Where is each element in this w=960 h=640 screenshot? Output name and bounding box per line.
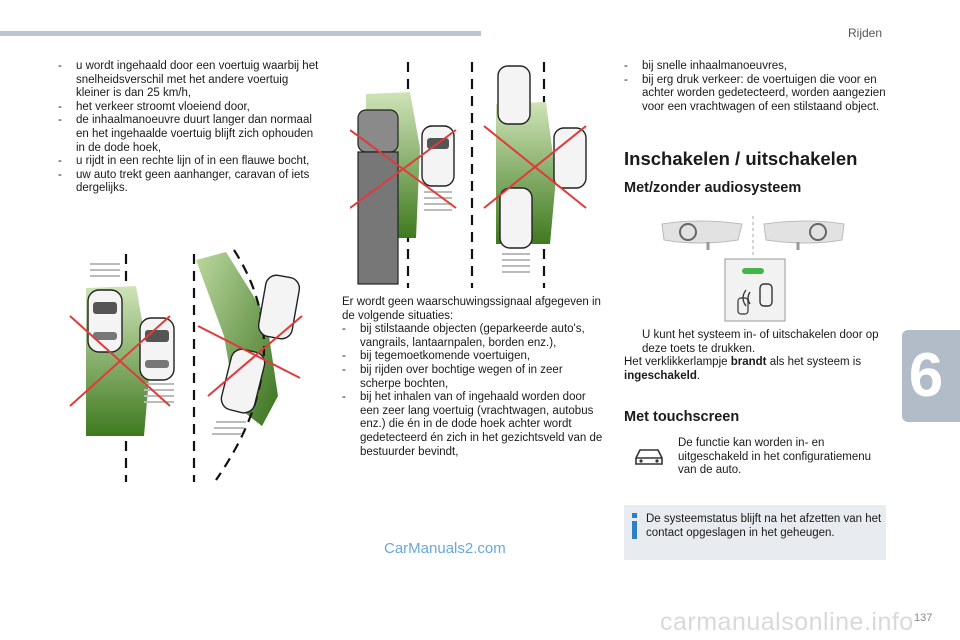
watermark-large: carmanualsonline.info <box>660 608 914 636</box>
lamp-note: Het verklikkerlampje brandt als het syst… <box>624 356 862 382</box>
info-text: De systeemstatus blijft na het afzetten … <box>646 513 882 539</box>
section-name: Rijden <box>848 26 883 40</box>
section-title: Inschakelen / uitschakelen <box>624 148 858 169</box>
no-warning-intro: Er wordt geen waarschuwingssignaal afgeg… <box>342 296 601 322</box>
watermark-small[interactable]: CarManuals2.com <box>384 540 506 557</box>
steering-wheel-icon <box>809 223 827 241</box>
column-3-text: bij snelle inhaalmanoeuvres, bij erg dru… <box>624 60 886 114</box>
list-item: bij stilstaande objecten (geparkeerde au… <box>342 323 604 350</box>
chapter-number: 6 <box>908 341 944 410</box>
conditions-list: u wordt ingehaald door een voertuig waar… <box>58 60 320 196</box>
list-item: bij rijden over bochtige wegen of in zee… <box>342 364 604 391</box>
no-warning-list: bij stilstaande objecten (geparkeerde au… <box>342 323 604 459</box>
indicator-lamp <box>742 268 764 274</box>
car-icon <box>497 65 531 125</box>
list-item: u wordt ingehaald door een voertuig waar… <box>58 60 320 101</box>
header-bar <box>0 31 481 36</box>
truck-icon <box>357 109 399 285</box>
info-box: De systeemstatus blijft na het afzetten … <box>624 505 886 560</box>
blind-spot-button[interactable] <box>724 258 786 322</box>
chapter-tab: 6 <box>902 330 960 422</box>
list-item: bij snelle inhaalmanoeuvres, <box>624 60 886 74</box>
blind-spot-icon <box>737 283 773 315</box>
column-2-text: Er wordt geen waarschuwingssignaal afgeg… <box>342 296 604 459</box>
steering-wheel-icon <box>679 223 697 241</box>
car-icon <box>220 348 266 414</box>
car-settings-icon <box>635 449 663 465</box>
audio-instructions: U kunt het systeem in- of uitschakelen d… <box>624 329 890 383</box>
car-icon <box>87 289 123 353</box>
list-item: de inhaalmanoeuvre duurt langer dan norm… <box>58 114 320 155</box>
list-item: u rijdt in een rechte lijn of in een fla… <box>58 155 320 169</box>
touchscreen-text: De functie kan worden in- en uitgeschake… <box>678 437 872 477</box>
page-number: 137 <box>914 612 933 624</box>
more-situations-list: bij snelle inhaalmanoeuvres, bij erg dru… <box>624 60 886 114</box>
list-item: uw auto trekt geen aanhanger, caravan of… <box>58 169 320 196</box>
list-item: bij tegemoetkomende voertuigen, <box>342 350 604 364</box>
list-item: bij het inhalen van of ingehaald worden … <box>342 391 604 459</box>
blind-spot-illustration-lower <box>69 249 303 482</box>
mirrors-illustration <box>661 216 845 256</box>
column-1-text: u wordt ingehaald door een voertuig waar… <box>58 60 320 196</box>
blind-spot-illustration-upper <box>350 62 587 288</box>
list-item: het verkeer stroomt vloeiend door, <box>58 101 320 115</box>
car-icon <box>257 274 301 340</box>
list-item: bij erg druk verkeer: de voertuigen die … <box>624 74 886 115</box>
info-icon <box>632 513 637 539</box>
car-icon <box>139 317 175 381</box>
car-icon <box>553 127 587 189</box>
car-icon <box>499 187 533 249</box>
instruction-step: U kunt het systeem in- of uitschakelen d… <box>642 329 879 355</box>
audio-subtitle: Met/zonder audiosysteem <box>624 180 802 196</box>
touchscreen-subtitle: Met touchscreen <box>624 409 740 425</box>
